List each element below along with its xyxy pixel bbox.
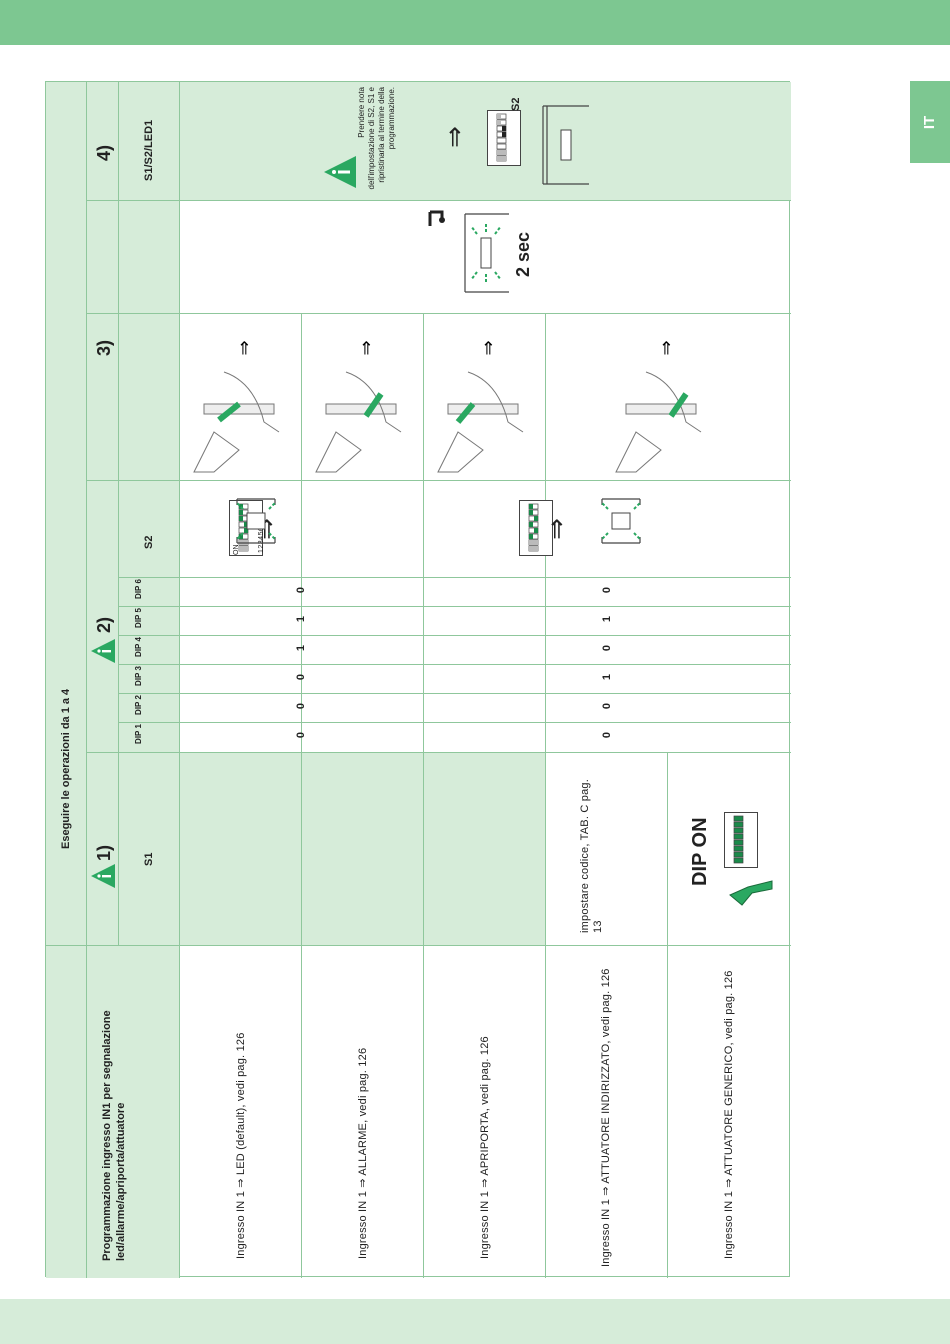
row-label-1: Ingresso IN 1 ⇒ LED (default), vedi pag.… <box>234 1032 247 1259</box>
row-label-3: Ingresso IN 1 ⇒ APRIPORTA, vedi pag. 126 <box>478 1036 491 1259</box>
dip-header-3: DIP 3 <box>134 666 143 686</box>
s2-dip-switch-b <box>519 500 553 556</box>
s2-dip-switch-a <box>229 500 263 556</box>
s1-dip-switch-all-on <box>724 812 758 868</box>
s1-shaded-cell <box>179 752 545 945</box>
dip-value: 0 <box>295 702 307 710</box>
instruction-label: Eseguire le operazioni da 1 a 4 <box>60 688 72 849</box>
programming-table: Programmazione ingresso IN1 per segnalaz… <box>45 81 791 1278</box>
language-tab: IT <box>910 81 950 163</box>
dip-value: 0 <box>295 731 307 739</box>
dip-value: 1 <box>295 644 307 652</box>
dip-value: 0 <box>601 731 613 739</box>
dip-header-1: DIP 1 <box>134 724 143 744</box>
dip-value: 1 <box>295 615 307 623</box>
row-label-5: Ingresso IN 1 ⇒ ATTUATORE GENERICO, vedi… <box>722 970 735 1259</box>
svg-text:⇒: ⇒ <box>356 340 376 355</box>
arrow-icon: ⇒ <box>540 518 571 540</box>
dip-value: 0 <box>295 673 307 681</box>
svg-text:⇒: ⇒ <box>656 340 676 355</box>
hand-press-icon: ⇒ <box>437 340 524 473</box>
dip-value: 1 <box>601 673 613 681</box>
top-fill <box>179 82 791 200</box>
hand-press-icon: ⇒ <box>193 340 280 473</box>
row-label-4: Ingresso IN 1 ⇒ ATTUATORE INDIRIZZATO, v… <box>600 968 612 1267</box>
dip-value: 0 <box>601 586 613 594</box>
dip-value: 0 <box>295 586 307 594</box>
beep-icon <box>428 210 445 226</box>
warning-triangle-icon <box>91 864 115 888</box>
col-s2: S2 <box>143 535 155 549</box>
top-band <box>0 0 950 45</box>
arrow-icon: ⇒ <box>438 126 469 148</box>
step-3-label: 3) <box>93 339 114 356</box>
step4-note: Prendere nota dell'impostazione di S2, S… <box>357 87 396 190</box>
warning-triangle-icon <box>324 156 356 188</box>
dip-value: 1 <box>601 615 613 623</box>
led-blink-icon <box>236 498 276 544</box>
col-s1s2led1: S1/S2/LED1 <box>143 119 155 181</box>
led-blink-icon <box>601 498 641 544</box>
device-outline-icon <box>542 105 589 185</box>
finger-pointer-icon <box>729 880 773 906</box>
dip-header-5: DIP 5 <box>134 608 143 628</box>
led-blink-icon <box>464 213 509 293</box>
s2-dip-switch-reset <box>487 110 521 166</box>
warning-triangle-icon <box>91 639 115 663</box>
bottom-band <box>0 1299 950 1344</box>
svg-text:⇒: ⇒ <box>234 340 254 355</box>
hand-press-icon: ⇒ <box>315 340 402 473</box>
dip-header-4: DIP 4 <box>134 637 143 657</box>
step4-s2-label: S2 <box>510 97 522 111</box>
step-2-label: 2) <box>93 616 114 633</box>
step-4-label: 4) <box>93 144 114 161</box>
hand-press-icon: ⇒ <box>615 340 702 473</box>
s1-note: impostare codice, TAB. C pag. 13 <box>579 779 604 933</box>
dip-header-6: DIP 6 <box>134 579 143 599</box>
dip-on-label: DIP ON <box>688 817 711 886</box>
col-s1: S1 <box>143 852 155 866</box>
row-label-2: Ingresso IN 1 ⇒ ALLARME, vedi pag. 126 <box>356 1047 369 1259</box>
svg-text:⇒: ⇒ <box>478 340 498 355</box>
dip-value: 0 <box>601 644 613 652</box>
dip-value: 0 <box>601 702 613 710</box>
two-sec-label: 2 sec <box>512 231 533 277</box>
step-1-label: 1) <box>93 844 114 861</box>
table-title: Programmazione ingresso IN1 per segnalaz… <box>101 1010 127 1261</box>
dip-header-2: DIP 2 <box>134 695 143 715</box>
header-fill <box>46 82 179 1278</box>
